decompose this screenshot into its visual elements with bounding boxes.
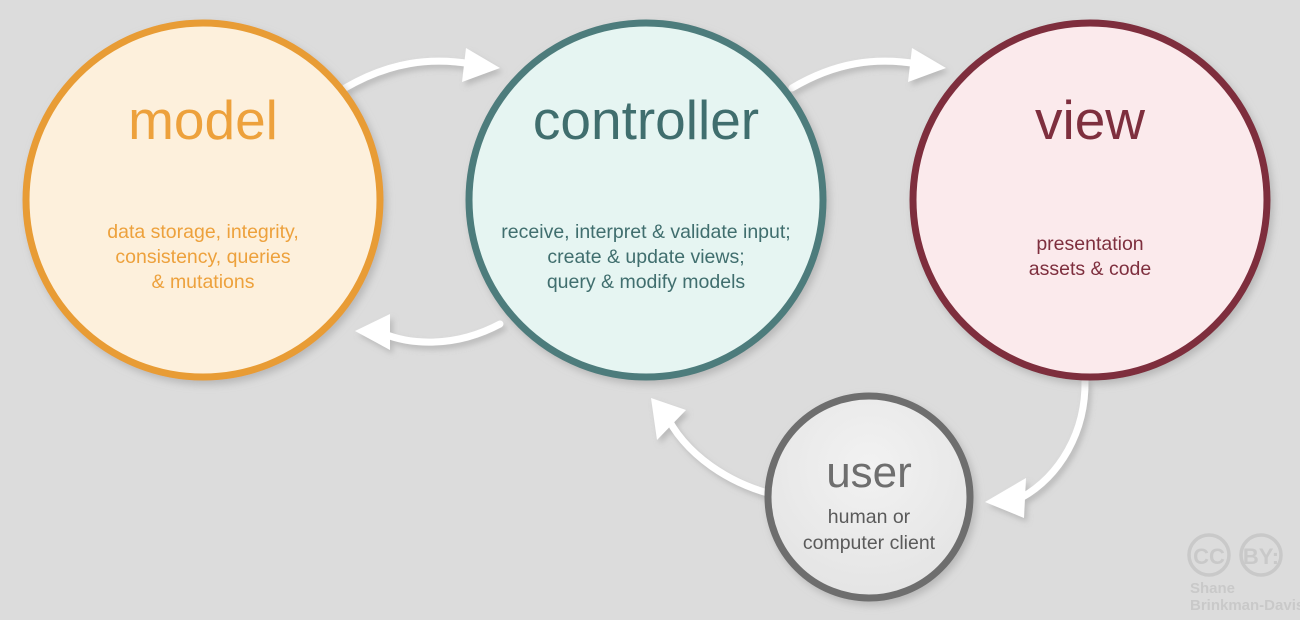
node-view-desc-line-1: presentation	[1036, 233, 1143, 255]
node-controller[interactable]: controller receive, interpret & validate…	[465, 19, 827, 381]
node-view-desc-line-2: assets & code	[1029, 258, 1151, 280]
arrow-view-to-user	[985, 376, 1089, 518]
node-model[interactable]: model data storage, integrity, consisten…	[22, 19, 384, 381]
arrow-user-to-controller-head	[651, 398, 686, 440]
cc-license-badge[interactable]: CC BY: Shane Brinkman-Davis	[1187, 533, 1300, 614]
arrow-model-to-controller-path	[341, 57, 476, 92]
node-controller-title: controller	[533, 89, 759, 151]
node-controller-desc-line-3: query & modify models	[547, 271, 746, 293]
attribution-line-1: Shane	[1190, 580, 1235, 597]
node-controller-desc-line-1: receive, interpret & validate input;	[501, 221, 790, 243]
arrow-model-to-controller	[341, 48, 500, 92]
arrow-view-to-user-head	[985, 478, 1026, 518]
node-user-desc-line-2: computer client	[803, 532, 936, 554]
cc-icon-ring	[1187, 533, 1231, 577]
node-model-desc-line-1: data storage, integrity,	[107, 221, 299, 243]
arrow-controller-to-model-path	[378, 320, 504, 346]
arrow-controller-to-model	[355, 314, 504, 350]
node-controller-desc-line-2: create & update views;	[547, 246, 744, 268]
arrow-model-to-controller-head	[462, 48, 500, 82]
node-user-title: user	[826, 448, 912, 497]
node-user[interactable]: user human or computer client	[764, 392, 974, 602]
cc-icon-label: CC	[1193, 544, 1225, 569]
node-model-title: model	[128, 89, 278, 151]
node-controller-circle[interactable]	[465, 19, 827, 381]
node-model-desc-line-2: consistency, queries	[115, 246, 290, 268]
arrow-controller-to-view-head	[908, 48, 946, 82]
node-view-circle[interactable]	[909, 19, 1271, 381]
node-user-circle[interactable]	[764, 392, 974, 602]
arrow-controller-to-view	[788, 48, 946, 92]
node-view-title: view	[1035, 89, 1145, 151]
attribution-line-2: Brinkman-Davis	[1190, 597, 1300, 614]
arrow-controller-to-model-head	[355, 314, 390, 350]
cc-icon: CC	[1187, 533, 1231, 577]
arrow-controller-to-view-path	[788, 57, 922, 92]
node-model-circle[interactable]	[22, 19, 384, 381]
node-view[interactable]: view presentation assets & code	[909, 19, 1271, 381]
by-icon-ring	[1239, 533, 1283, 577]
by-icon: BY:	[1239, 533, 1283, 577]
node-model-desc-line-3: & mutations	[152, 271, 255, 293]
arrow-view-to-user-path	[1017, 376, 1089, 502]
by-icon-label: BY:	[1243, 544, 1279, 569]
node-user-desc-line-1: human or	[828, 506, 911, 528]
